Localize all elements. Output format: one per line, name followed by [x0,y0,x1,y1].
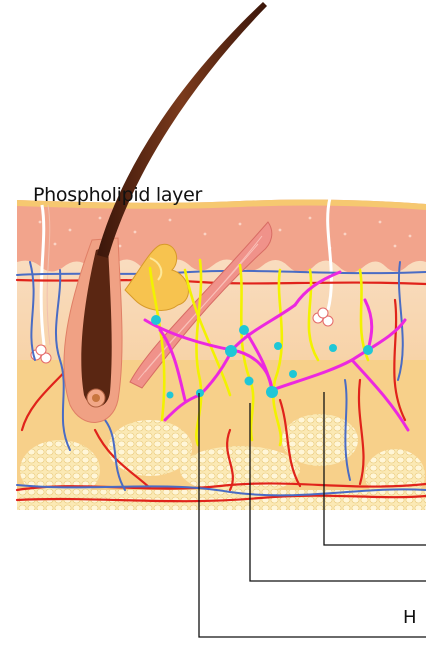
cropped-label-h: H [403,607,417,628]
dermal-papilla [92,394,100,402]
phospholipid-layer-label: Phospholipid layer [33,184,202,206]
